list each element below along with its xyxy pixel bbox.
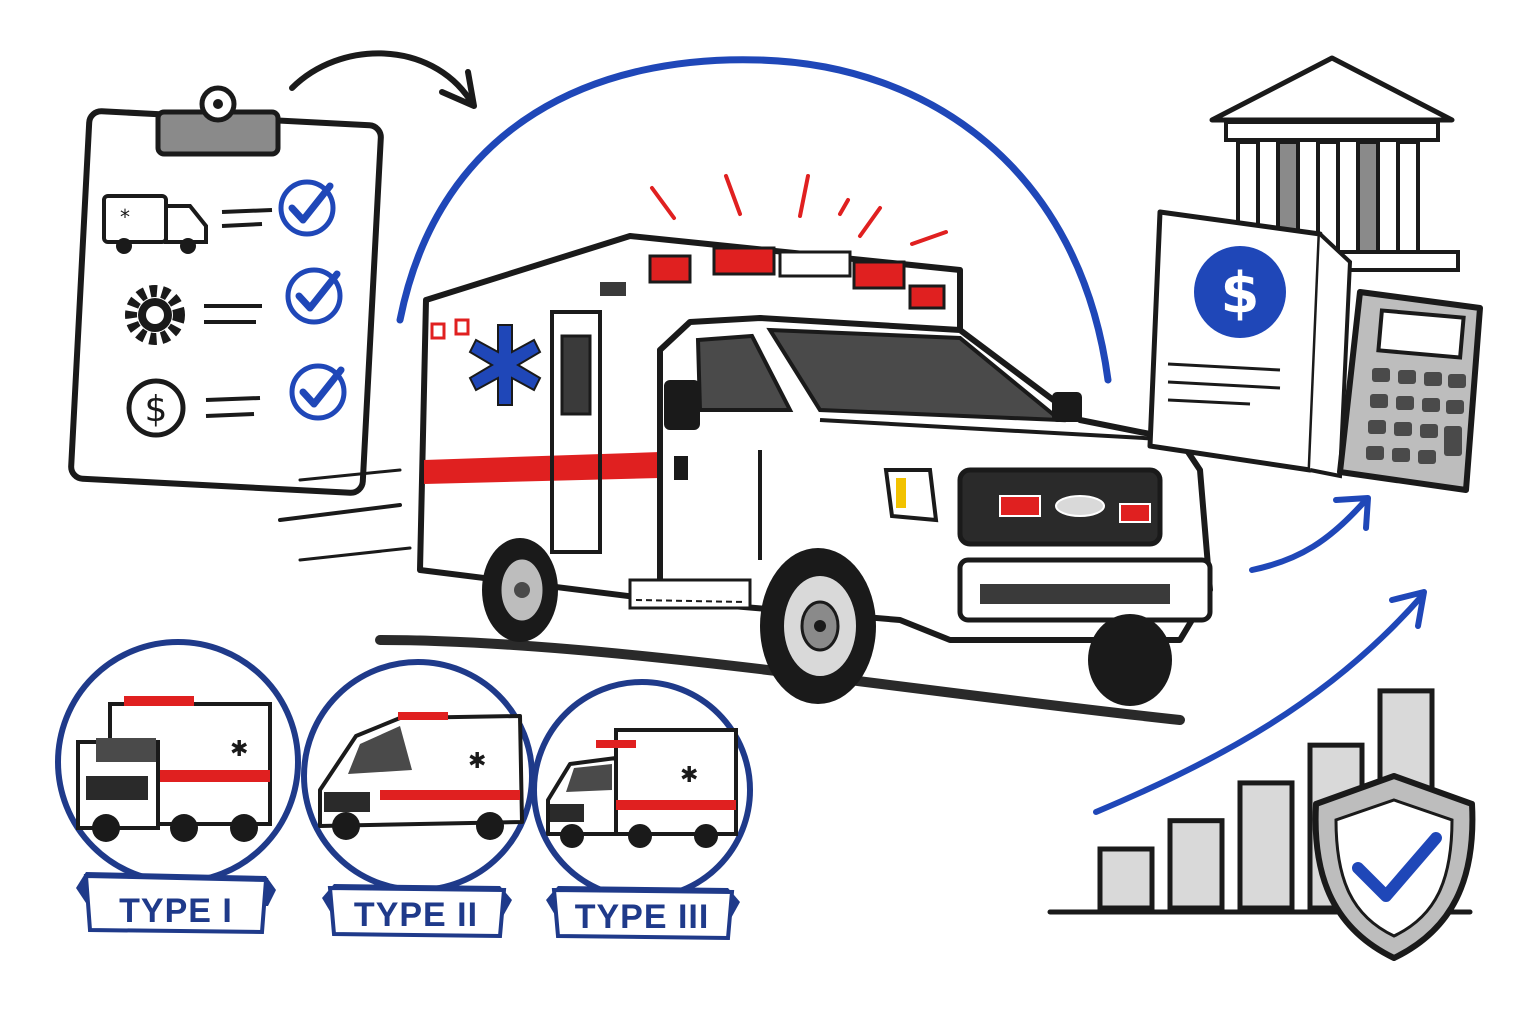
check-circle-icon xyxy=(285,267,343,325)
flow-arc xyxy=(396,56,1112,384)
checklist-row-service xyxy=(125,267,343,345)
rear-wheel xyxy=(482,538,558,642)
svg-text:$: $ xyxy=(145,389,168,430)
checklist-row-finance: $ xyxy=(126,363,347,438)
type-2-label: TYPE II xyxy=(354,896,478,934)
ambulance-icon: * xyxy=(102,194,208,254)
emergency-rays xyxy=(650,174,948,246)
check-circle-icon xyxy=(289,363,347,421)
type-2-ambulance-illustration: ✱ xyxy=(318,712,524,840)
type-1-ambulance-illustration: ✱ xyxy=(76,696,272,842)
type-3-emblem: ✱ xyxy=(680,763,698,788)
growth-bar xyxy=(1097,846,1155,911)
document-icon: $ xyxy=(1147,209,1353,479)
document-dollar-sign: $ xyxy=(1221,261,1260,326)
dollar-coin-icon: $ xyxy=(126,378,186,438)
main-ambulance xyxy=(278,174,1213,725)
checklist-clipboard: * $ xyxy=(68,85,384,496)
type-3-ambulance-illustration: ✱ xyxy=(546,728,738,848)
type-1-emblem: ✱ xyxy=(230,737,248,762)
star-of-life-icon xyxy=(468,324,542,406)
type-2-emblem: ✱ xyxy=(468,749,486,774)
growth-arrow xyxy=(1093,589,1427,815)
front-right-wheel xyxy=(1088,614,1172,706)
curved-arrow-icon xyxy=(289,50,477,109)
front-wheel xyxy=(760,548,876,704)
type-3-label: TYPE III xyxy=(575,898,710,936)
financing-group: $ xyxy=(1147,55,1483,493)
growth-bar xyxy=(1167,818,1225,911)
svg-text:*: * xyxy=(120,205,130,229)
motion-lines xyxy=(278,468,1185,725)
type-badge-2: ✱ TYPE II xyxy=(301,659,535,939)
type-badge-1: ✱ TYPE I xyxy=(55,639,301,935)
type-badge-3: ✱ TYPE III xyxy=(531,679,753,941)
type-1-label: TYPE I xyxy=(119,892,233,930)
light-bar xyxy=(648,246,946,310)
checklist-row-vehicle: * xyxy=(102,179,336,254)
gear-icon xyxy=(125,285,185,345)
calculator-icon xyxy=(1337,289,1483,493)
check-circle-icon xyxy=(278,179,336,237)
shield-check-icon xyxy=(1312,773,1476,961)
upward-arrow-small xyxy=(1249,495,1371,573)
growth-bar xyxy=(1237,780,1295,911)
